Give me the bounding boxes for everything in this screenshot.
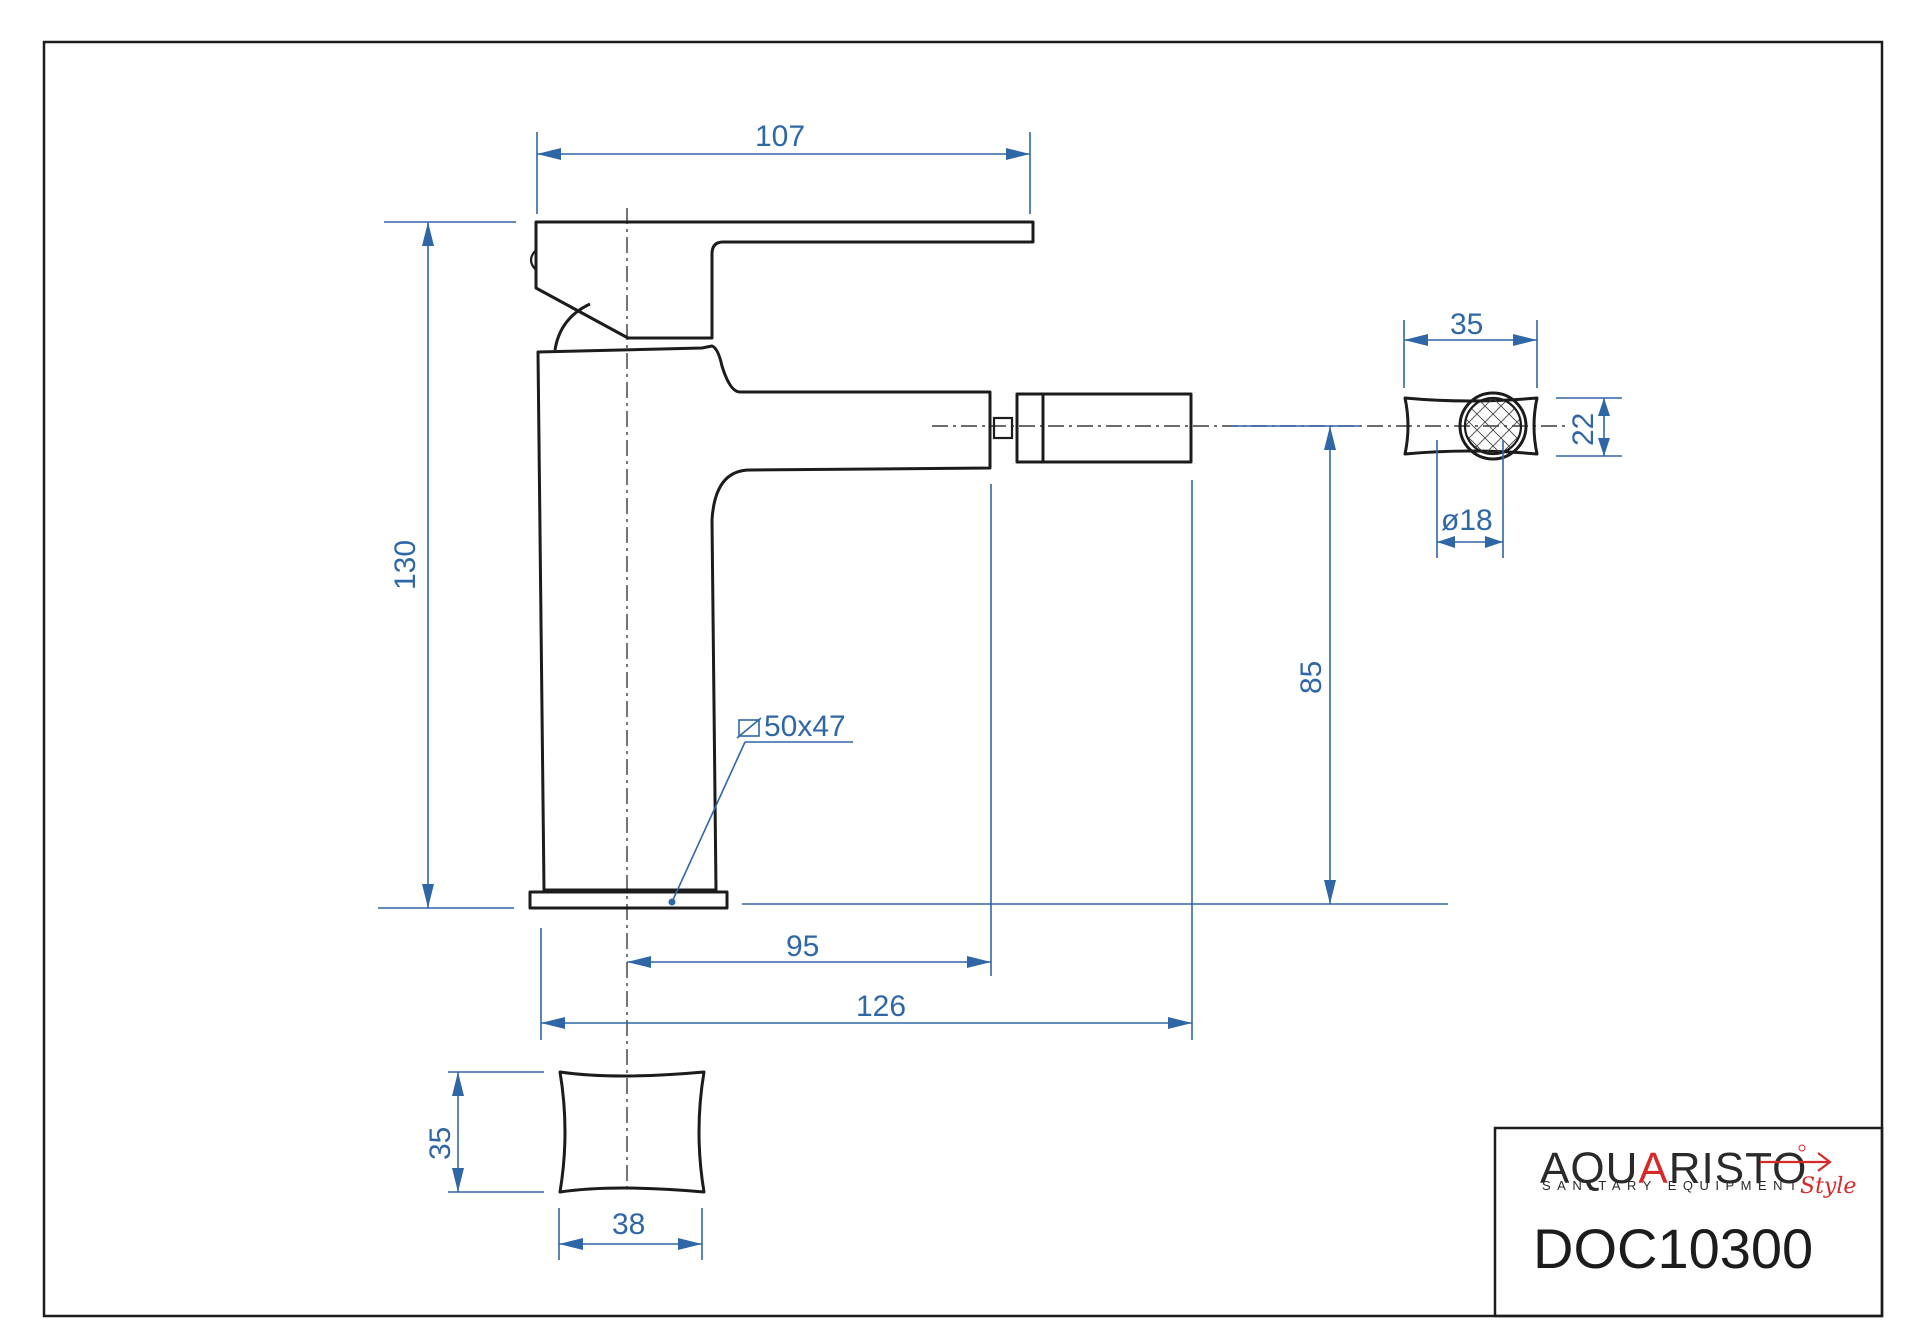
swivel-connector [992,416,1014,440]
drawing-frame [42,40,1884,1318]
dim-total-height: 130 [378,221,516,909]
lever-pivot [529,249,537,271]
lever-handle [534,220,1035,340]
body-and-spout [536,344,992,892]
brand-trademark-icon [1798,1144,1806,1152]
nozzle-ring [1015,392,1045,464]
brand-logo-part1: AQU [1540,1144,1638,1193]
dim-top-width: 107 [536,120,1031,214]
centerlines [626,208,1568,1188]
dim-base-size-label: 50x47 [764,710,846,743]
brand-style-text: Style [1800,1174,1856,1199]
dim-side-width-label: 35 [1450,308,1483,341]
product-code: DOC10300 [1533,1217,1813,1280]
base-plate [528,890,729,910]
dim-handle-width: 38 [558,1208,703,1260]
dim-base-size: 50x47 [668,710,853,906]
dim-side-width: 35 [1403,308,1538,388]
handle-top-view [558,1070,706,1194]
brand-logo: AQUARISTO [1540,1144,1807,1193]
brand-subtitle: SANITARY EQUIPMENT [1542,1178,1803,1193]
nozzle-outer-ring [1458,391,1528,461]
dim-handle-height: 35 [424,1071,544,1193]
square-section-icon [736,717,762,739]
brand-logo-part3: RISTO [1669,1144,1808,1193]
dim-nozzle-diameter: ø18 [1436,440,1504,558]
dim-handle-height-label: 35 [424,1127,457,1160]
dim-handle-width-label: 38 [612,1208,645,1241]
cartridge-dome [553,302,591,351]
dim-outlet-height: 85 [742,425,1448,905]
brand-logo-part2: A [1638,1144,1668,1193]
brand-arrow-icon [1760,1152,1832,1172]
dim-side-height-label: 22 [1567,413,1600,446]
dim-total-height-label: 130 [389,540,422,590]
faucet-side-view [528,220,1193,910]
dim-top-width-label: 107 [755,120,805,153]
dim-total-reach: 126 [540,480,1193,1040]
nozzle-body [1041,392,1193,464]
title-block-frame [1493,1126,1884,1318]
nozzle-aerator-mesh [1465,398,1521,454]
title-block: AQUARISTO SANITARY EQUIPMENT Style DOC10… [1493,1126,1884,1318]
dim-nozzle-diameter-label: ø18 [1441,504,1493,537]
dim-outlet-reach-label: 95 [786,930,819,963]
dim-side-height: 22 [1556,397,1622,457]
dim-outlet-height-label: 85 [1295,661,1328,694]
dim-total-reach-label: 126 [856,990,906,1023]
dim-outlet-reach: 95 [627,484,992,976]
